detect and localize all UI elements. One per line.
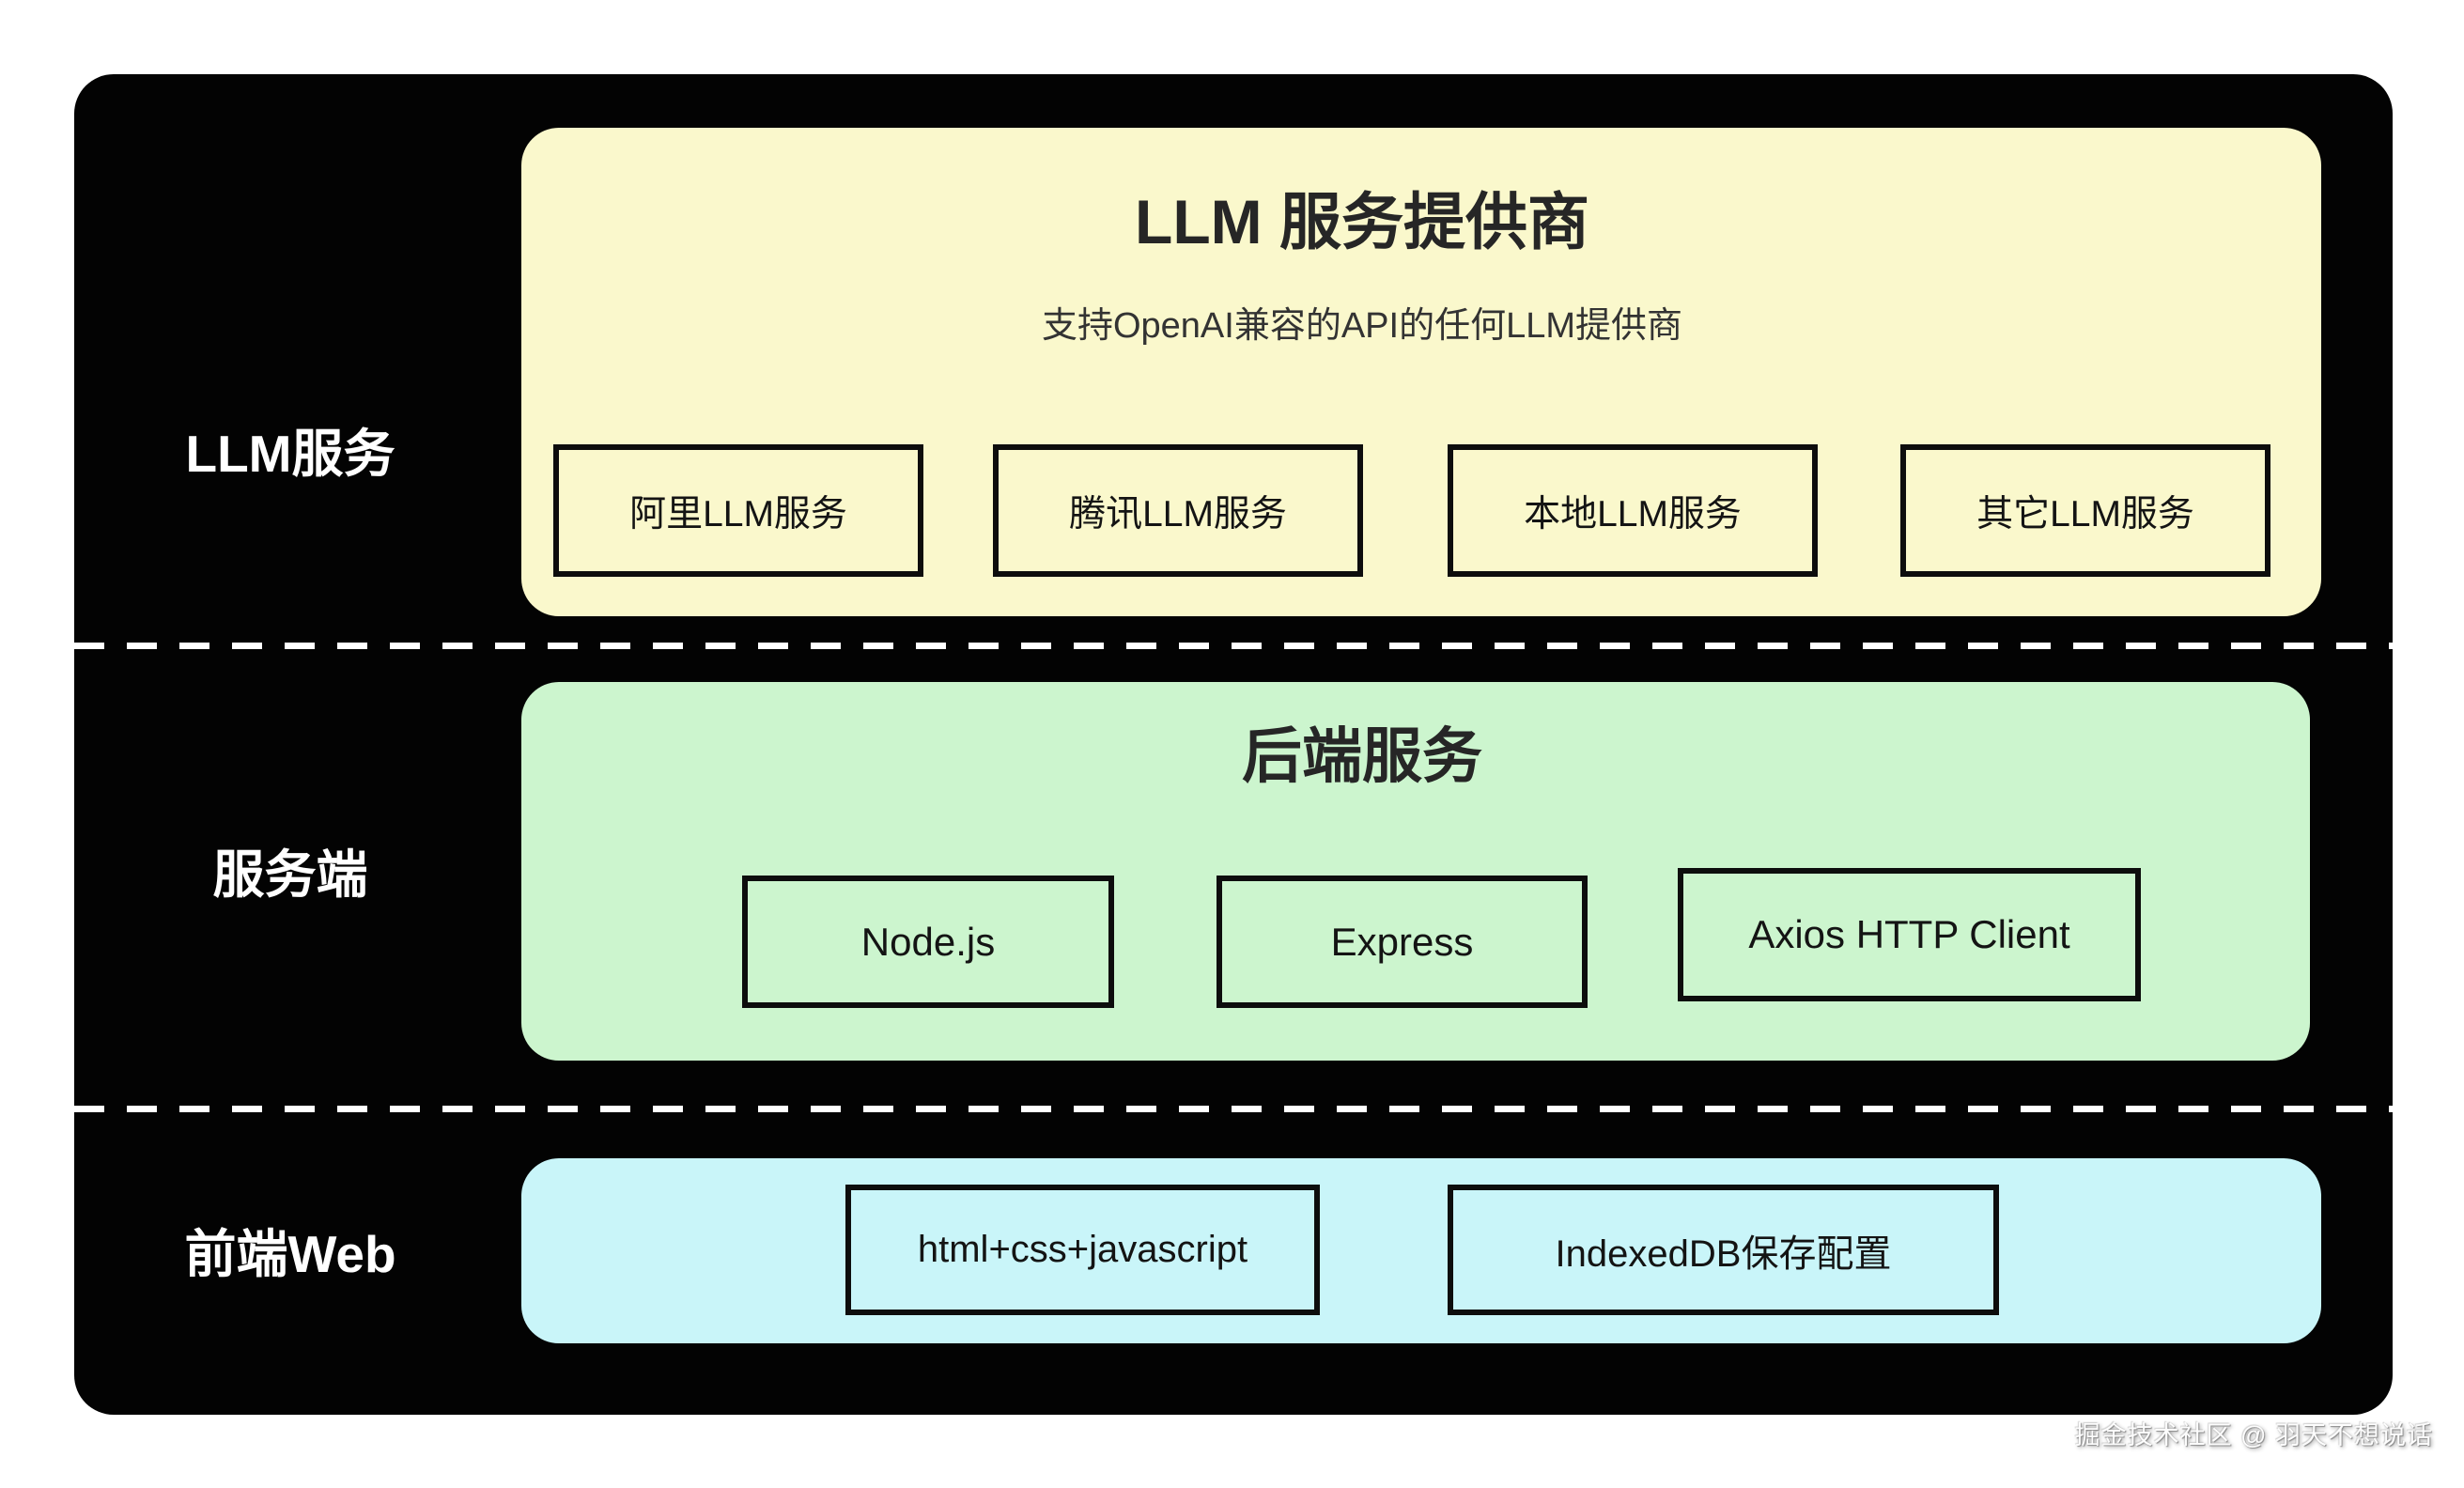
divider-dashed-line-1 [74,643,2393,649]
watermark-text: 掘金技术社区 @ 羽天不想说话 [2074,1421,2433,1449]
backend-service-panel: 后端服务 Node.js Express Axios HTTP Client [521,682,2310,1061]
node-nodejs: Node.js [742,876,1114,1008]
node-other-llm-service: 其它LLM服务 [1900,444,2270,577]
node-express: Express [1217,876,1588,1008]
node-tencent-llm-service: 腾讯LLM服务 [993,444,1363,577]
divider-dashed-line-2 [74,1106,2393,1112]
node-html-css-javascript: html+css+javascript [845,1185,1320,1315]
frontend-web-panel: html+css+javascript IndexedDB保存配置 [521,1158,2321,1343]
architecture-board: LLM服务 服务端 前端Web LLM 服务提供商 支持OpenAI兼容的API… [74,74,2393,1415]
side-label-server-side: 服务端 [212,845,368,904]
side-label-llm-service: LLM服务 [185,425,395,483]
llm-provider-panel: LLM 服务提供商 支持OpenAI兼容的API的任何LLM提供商 阿里LLM服… [521,128,2321,616]
node-axios-http-client: Axios HTTP Client [1678,868,2141,1001]
node-indexeddb-config: IndexedDB保存配置 [1448,1185,1999,1315]
node-local-llm-service: 本地LLM服务 [1448,444,1818,577]
backend-panel-title: 后端服务 [1242,722,1482,790]
llm-provider-panel-title: LLM 服务提供商 [1135,187,1589,256]
llm-provider-panel-subtitle: 支持OpenAI兼容的API的任何LLM提供商 [1041,306,1683,346]
node-ali-llm-service: 阿里LLM服务 [553,444,923,577]
side-label-frontend-web: 前端Web [184,1225,396,1283]
